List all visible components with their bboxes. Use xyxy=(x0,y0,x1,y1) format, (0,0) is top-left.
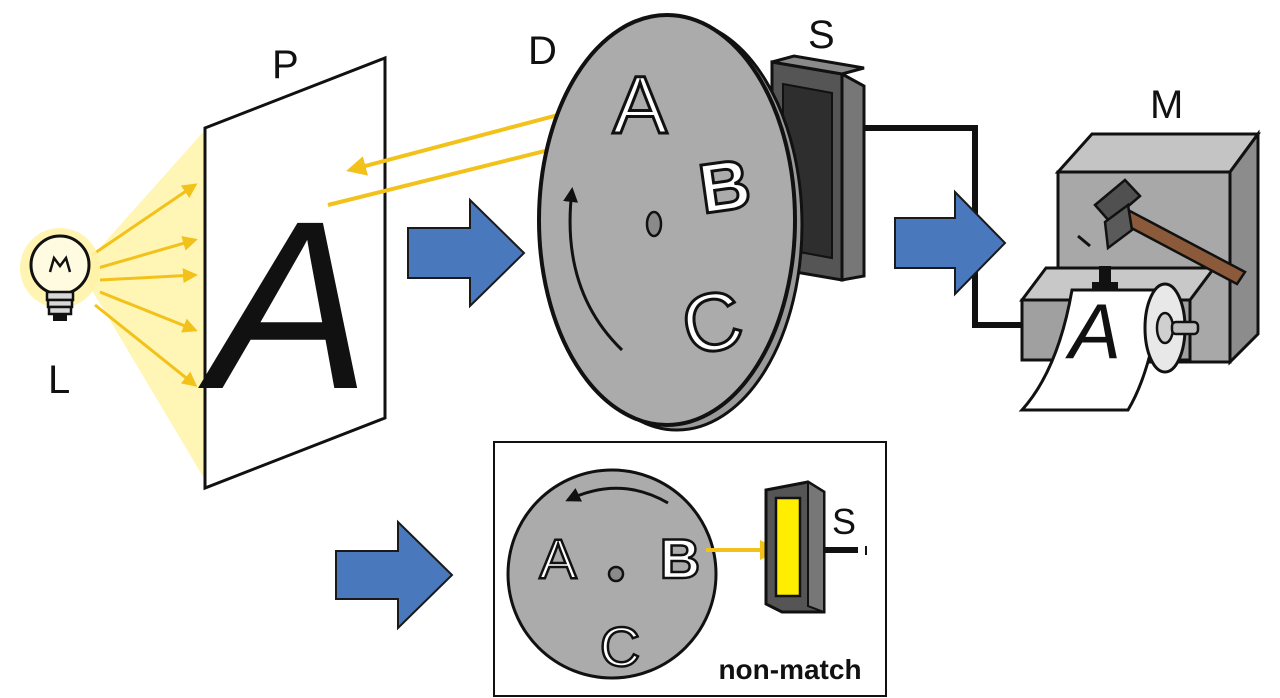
image-plate xyxy=(203,55,387,491)
lightbulb-icon xyxy=(20,228,100,321)
label-sensor: S xyxy=(808,13,835,57)
hammer-icon xyxy=(1093,178,1247,286)
inset-letter-c: C xyxy=(600,615,640,678)
inset-disk xyxy=(506,468,718,680)
disk-letter-a: A xyxy=(613,60,668,151)
inset-rotation-arrow-icon xyxy=(565,486,669,505)
disk-hub xyxy=(645,210,663,238)
label-inset-sensor: S xyxy=(832,501,856,542)
light-ray xyxy=(97,236,198,270)
inset-sensor xyxy=(764,480,867,614)
label-machine: M xyxy=(1150,83,1183,127)
light-ray xyxy=(94,303,198,387)
flow-arrow xyxy=(407,197,526,309)
label-plate: P xyxy=(272,43,299,87)
printing-machine xyxy=(1018,129,1261,412)
printed-letter: A xyxy=(1065,287,1121,375)
inset-letter-b: B xyxy=(660,527,700,590)
flow-arrow xyxy=(335,519,454,631)
rotation-arrow-icon xyxy=(563,187,624,352)
flow-arrow xyxy=(894,189,1007,297)
light-glow xyxy=(80,130,205,480)
inset-caption: non-match xyxy=(718,654,861,685)
inset-letter-a: A xyxy=(539,527,577,590)
light-rays xyxy=(91,183,198,387)
inset-disk-hub xyxy=(607,565,625,583)
label-lamp: L xyxy=(48,358,70,402)
character-disk xyxy=(537,13,804,432)
label-disk: D xyxy=(528,29,557,73)
inset-sensor-lit xyxy=(774,496,802,598)
light-ray xyxy=(99,290,198,333)
disk-letter-b: B xyxy=(694,144,755,228)
light-ray xyxy=(91,183,198,257)
plate-letter: A xyxy=(198,171,370,439)
light-ray xyxy=(99,268,198,284)
